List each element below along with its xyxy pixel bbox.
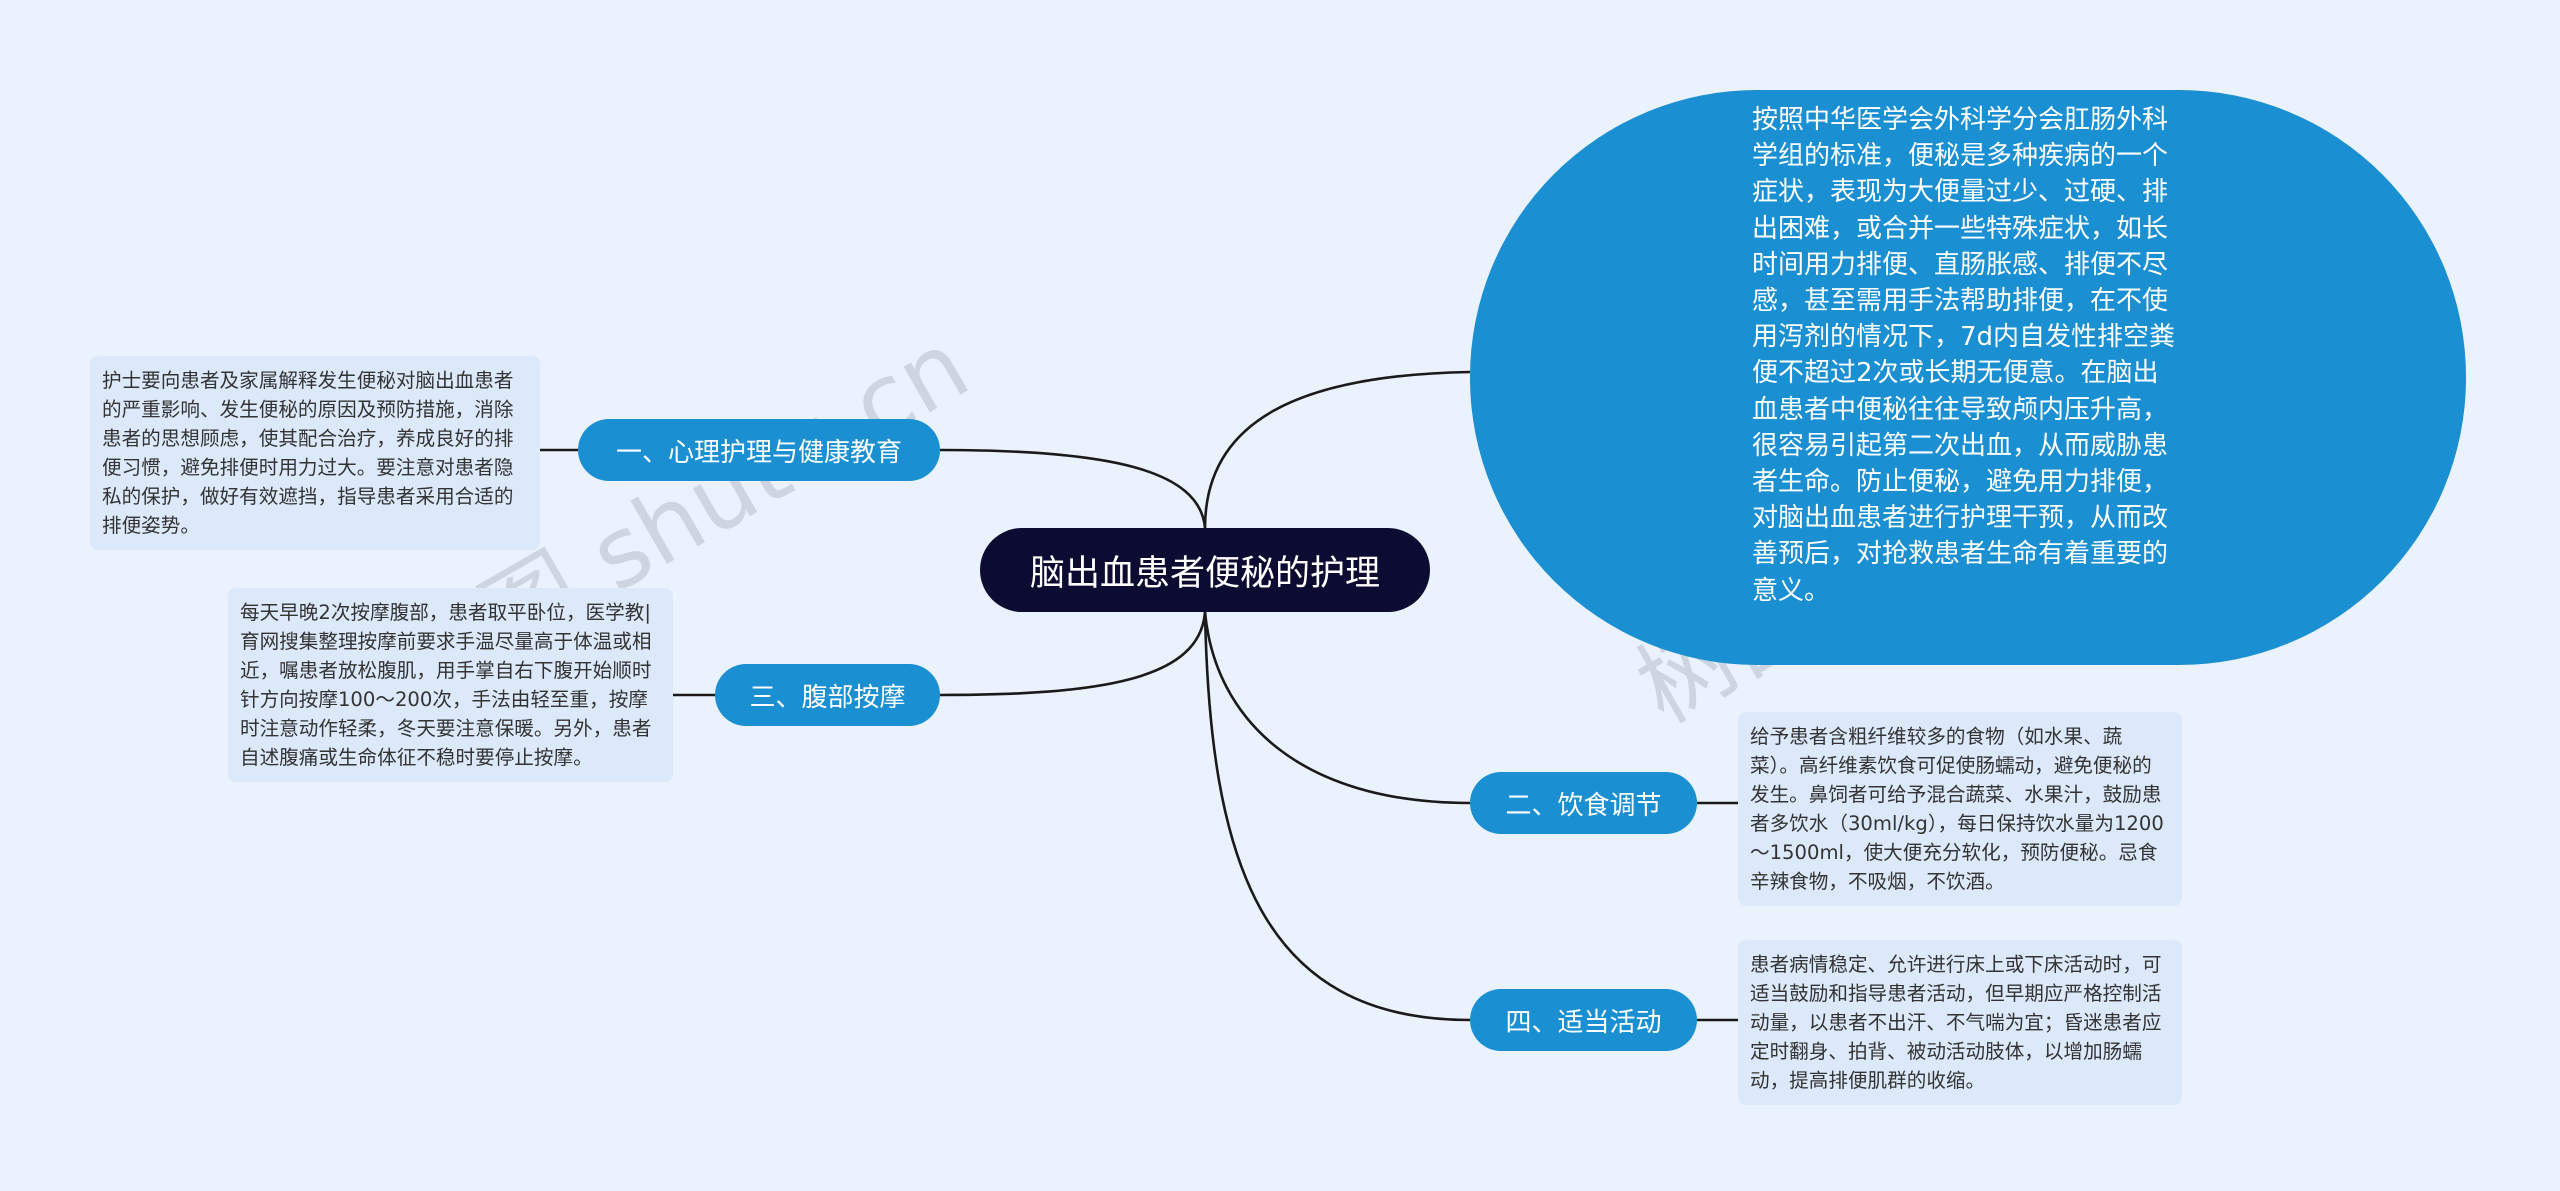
leaf-psych-detail: 护士要向患者及家属解释发生便秘对脑出血患者的严重影响、发生便秘的原因及预防措施，… bbox=[90, 356, 540, 550]
branch-node-diet[interactable]: 二、饮食调节 bbox=[1470, 772, 1697, 834]
leaf-activity-detail: 患者病情稳定、允许进行床上或下床活动时，可适当鼓励和指导患者活动，但早期应严格控… bbox=[1738, 940, 2182, 1105]
connector-branch-psych bbox=[939, 448, 1207, 529]
connector-intro bbox=[1203, 370, 1471, 529]
connector-branch-massage bbox=[939, 611, 1207, 697]
branch-node-psych[interactable]: 一、心理护理与健康教育 bbox=[578, 419, 940, 481]
intro-text: 按照中华医学会外科学分会肛肠外科学组的标准，便秘是多种疾病的一个症状，表现为大便… bbox=[1752, 105, 2176, 606]
branch-node-activity[interactable]: 四、适当活动 bbox=[1470, 989, 1697, 1051]
branch-node-massage[interactable]: 三、腹部按摩 bbox=[715, 664, 940, 726]
connector-branch-diet bbox=[1203, 611, 1471, 805]
leaf-massage-detail: 每天早晚2次按摩腹部，患者取平卧位，医学教|育网搜集整理按摩前要求手温尽量高于体… bbox=[228, 588, 673, 782]
root-node[interactable]: 脑出血患者便秘的护理 bbox=[980, 528, 1430, 612]
leaf-diet-detail: 给予患者含粗纤维较多的食物（如水果、蔬菜）。高纤维素饮食可促使肠蠕动，避免便秘的… bbox=[1738, 712, 2182, 906]
intro-bubble[interactable] bbox=[1470, 90, 2466, 665]
connector-branch-activity bbox=[1203, 611, 1471, 1022]
